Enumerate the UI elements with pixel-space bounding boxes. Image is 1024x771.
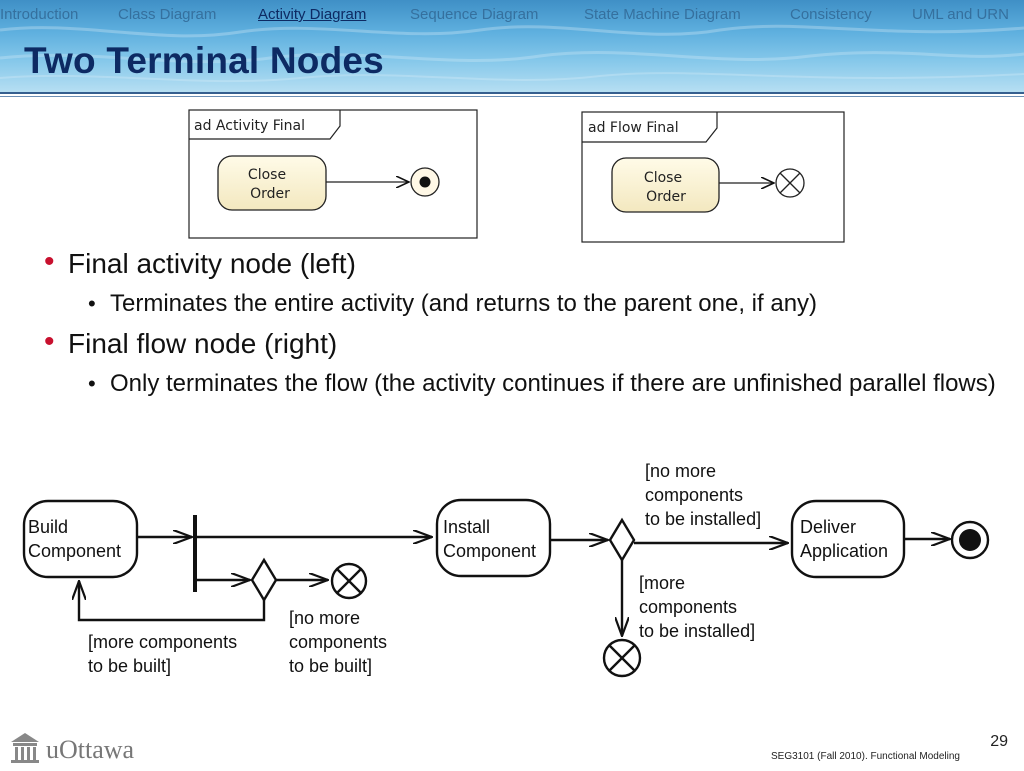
header-divider-thin [0,96,1024,97]
header-divider [0,92,1024,94]
course-footer: SEG3101 (Fall 2010). Functional Modeling [771,751,960,762]
activity-final-node [410,167,440,197]
flow-final-build [330,562,368,600]
frame-label-flow-final: ad Flow Final [588,120,679,136]
guard-more-install: [more components to be installed] [639,573,756,641]
build-component-label: Build Component [28,517,122,561]
bullet-dot: • [44,245,55,278]
activity-final-example: ad Activity Final Close Order [188,109,478,239]
install-component-label: Install Component [443,517,537,561]
slide-title: Two Terminal Nodes [24,40,384,81]
flow-final-node [775,168,805,198]
guard-more-build: [more components to be built] [88,632,238,676]
water-texture [0,24,1024,83]
flow-final-example: ad Flow Final Close Order [581,111,845,243]
nav-consistency[interactable]: Consistency [790,6,872,23]
svg-text:Close: Close [644,170,682,186]
nav-uml-and-urn[interactable]: UML and URN [912,6,1009,23]
sub-bullet-final-flow: • Only terminates the flow (the activity… [88,370,996,397]
close-order-action [217,155,327,211]
activity-final-deliver [950,520,990,560]
nav-sequence-diagram[interactable]: Sequence Diagram [410,6,539,23]
bullet-final-flow: • Final flow node (right) [44,325,338,359]
close-order-action-2 [611,157,720,213]
flow-final-install [602,638,642,678]
sub-bullet-final-activity: • Terminates the entire activity (and re… [88,290,818,317]
guard-no-more-build: [no more components to be built] [289,608,388,676]
slide-header: Introduction Class Diagram Activity Diag… [0,0,1024,94]
bullet-final-activity: • Final activity node (left) [44,245,356,279]
nav-activity-diagram[interactable]: Activity Diagram [258,6,367,23]
frame-label-activity-final: ad Activity Final [194,118,305,134]
university-building-icon [11,733,39,763]
nav-class-diagram[interactable]: Class Diagram [118,6,217,23]
decision-build [250,557,278,603]
nav-state-machine-diagram[interactable]: State Machine Diagram [584,6,741,23]
deliver-application-label: Deliver Application [800,517,889,561]
bullet-list: • Final activity node (left) • Terminate… [44,245,1004,406]
section-nav: Introduction Class Diagram Activity Diag… [0,6,1024,28]
bullet-dot: • [44,325,55,358]
nav-introduction[interactable]: Introduction [0,6,79,23]
svg-text:Close: Close [248,167,286,183]
guard-no-more-install: [no more components to be installed] [645,461,762,529]
svg-text:Order: Order [646,189,686,205]
page-number: 29 [990,733,1008,750]
uottawa-logo: uOttawa [8,730,134,766]
svg-text:Order: Order [250,186,290,202]
decision-install [608,517,636,563]
